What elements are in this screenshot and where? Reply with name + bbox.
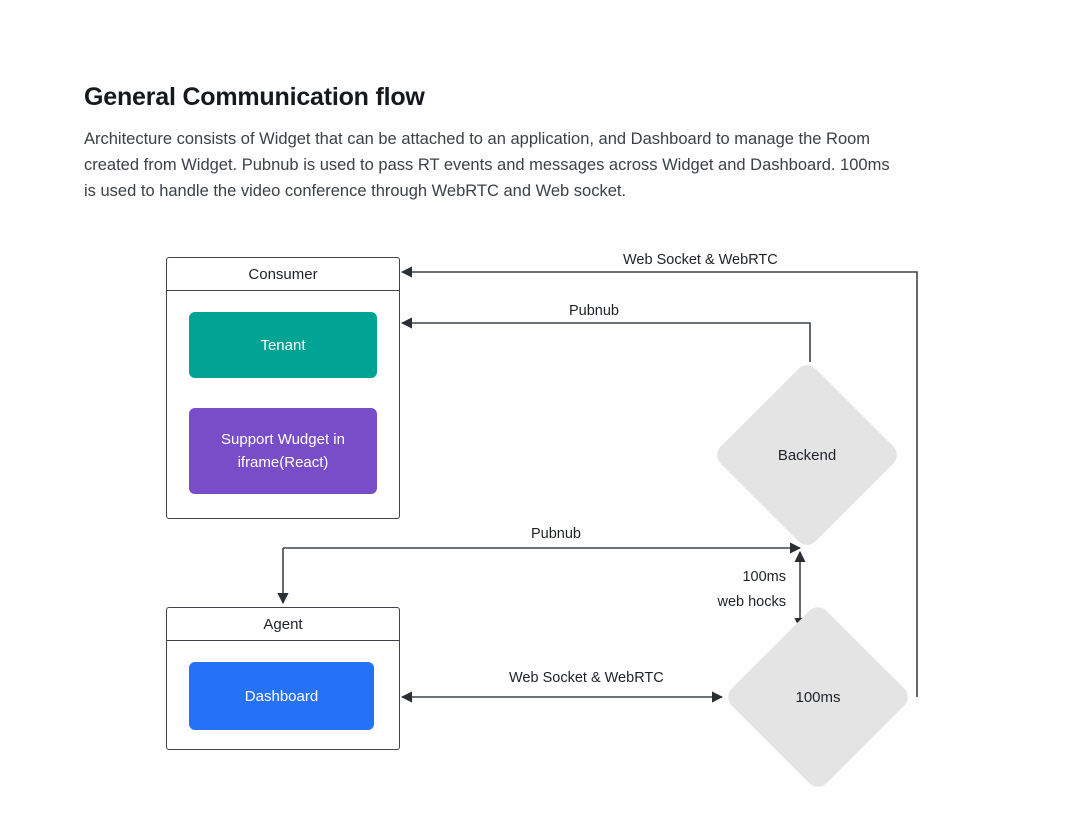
tenant-node[interactable]: Tenant xyxy=(189,312,377,378)
support-widget-label-line1: Support Wudget in xyxy=(221,431,345,448)
edge-label-pubnub-top: Pubnub xyxy=(569,303,619,319)
page-title: General Communication flow xyxy=(84,83,425,111)
agent-title: Agent xyxy=(167,608,399,641)
backend-node[interactable]: Backend xyxy=(712,360,902,550)
edge-label-webhocks: 100ms web hocks xyxy=(636,565,786,615)
edge-pubnub-top xyxy=(400,317,811,362)
tenant-label: Tenant xyxy=(260,336,306,354)
edge-label-webhocks-line1: 100ms xyxy=(742,569,786,585)
hundredms-node[interactable]: 100ms xyxy=(723,602,913,792)
edge-label-ws-bottom: Web Socket & WebRTC xyxy=(509,670,664,686)
backend-label: Backend xyxy=(777,446,837,464)
hundredms-label: 100ms xyxy=(795,688,841,706)
edge-label-ws-top: Web Socket & WebRTC xyxy=(623,252,778,268)
edge-label-webhocks-line2: web hocks xyxy=(717,594,786,610)
dashboard-label: Dashboard xyxy=(244,687,319,705)
page-description: Architecture consists of Widget that can… xyxy=(84,130,890,200)
dashboard-node[interactable]: Dashboard xyxy=(189,662,374,730)
support-widget-node[interactable]: Support Wudget in iframe(React) xyxy=(189,408,377,494)
consumer-title: Consumer xyxy=(167,258,399,291)
edge-label-pubnub-mid: Pubnub xyxy=(531,526,581,542)
support-widget-label-line2: iframe(React) xyxy=(237,454,329,471)
